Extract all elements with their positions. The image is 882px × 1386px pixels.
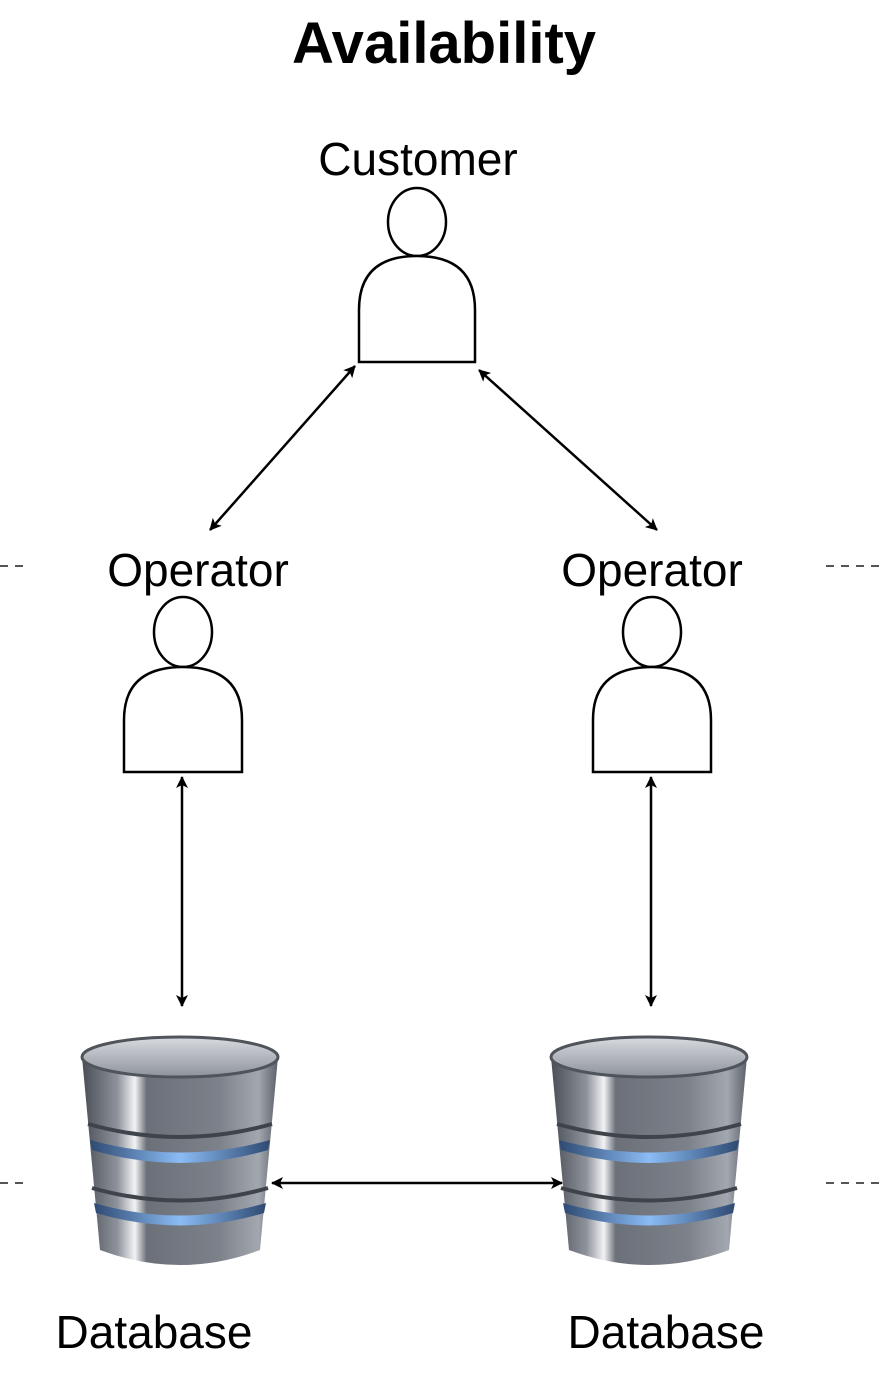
customer-label: Customer [318,133,517,185]
operator-label-right: Operator [561,544,743,596]
operator-label-left: Operator [107,544,289,596]
database-node-right[interactable]: Database [549,1035,765,1358]
operator-node-right[interactable]: Operator [561,544,743,774]
database-icon [549,1035,749,1265]
person-icon [591,595,713,774]
customer-node[interactable]: Customer [318,133,518,364]
edge-customer-operator-right[interactable] [478,369,658,531]
database-node-left[interactable]: Database [56,1035,280,1358]
operator-node-left[interactable]: Operator [107,544,289,774]
person-icon [122,595,244,774]
edge-customer-operator-left[interactable] [209,365,356,531]
diagram-title: Availability [292,11,596,76]
database-label-right: Database [568,1306,765,1358]
person-icon [357,186,477,364]
database-label-left: Database [56,1306,253,1358]
database-icon [80,1035,280,1265]
